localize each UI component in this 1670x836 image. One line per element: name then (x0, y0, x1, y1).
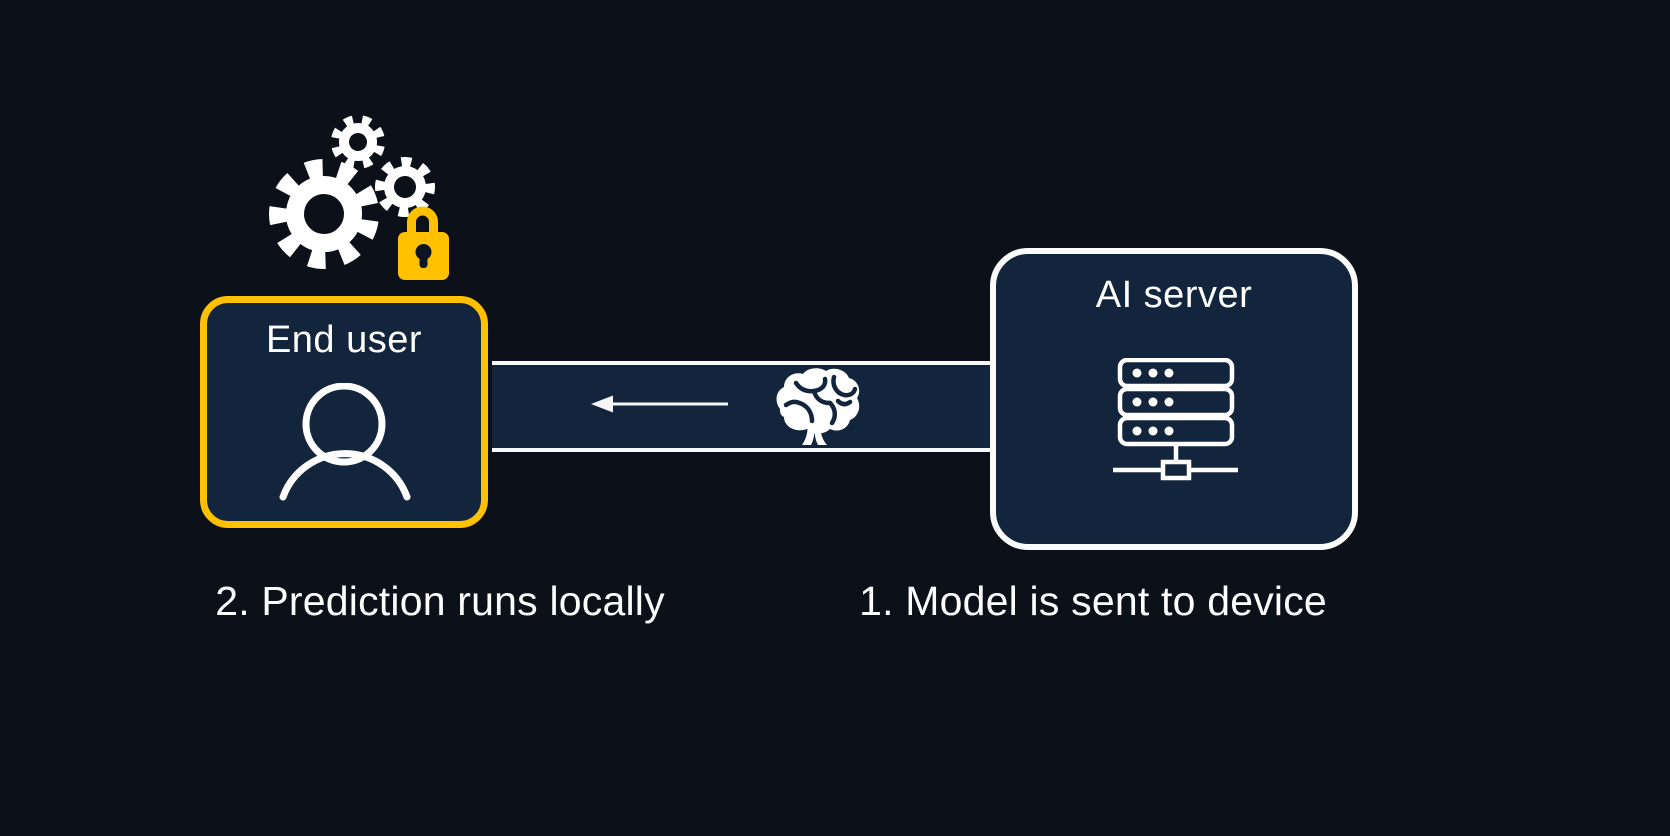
gear-small-icon (331, 115, 385, 169)
ai-server-title: AI server (1095, 274, 1253, 316)
server-icon (1113, 358, 1238, 481)
gears-lock-svg (269, 115, 449, 280)
ai-server-box: AI server (990, 248, 1358, 550)
connector-band (492, 361, 994, 452)
gear-large-icon (269, 159, 379, 269)
padlock-icon (398, 206, 449, 280)
end-user-title: End user (265, 319, 423, 361)
gear-medium-icon (375, 157, 435, 217)
brain-icon (776, 368, 860, 445)
person-icon (279, 383, 411, 501)
end-user-box: End user (200, 296, 488, 528)
gears-lock-icon (245, 95, 460, 295)
caption-prediction-local: 2. Prediction runs locally (215, 578, 665, 624)
arrow-left-icon (591, 395, 728, 413)
caption-model-sent: 1. Model is sent to device (859, 578, 1327, 624)
network-node (1160, 459, 1192, 481)
